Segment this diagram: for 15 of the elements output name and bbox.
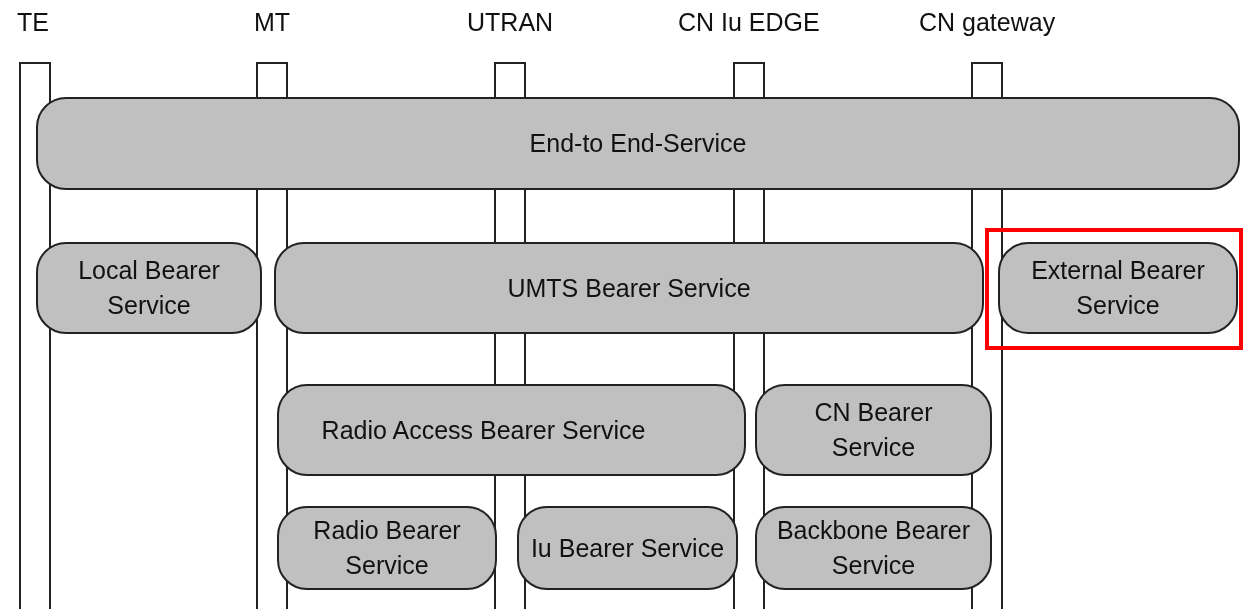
service-box: External Bearer Service <box>998 242 1238 334</box>
column-heading: MT <box>254 8 291 37</box>
column-heading: TE <box>17 8 49 37</box>
column-heading: CN Iu EDGE <box>678 8 820 37</box>
service-box: CN Bearer Service <box>755 384 992 476</box>
column-heading: CN gateway <box>919 8 1056 37</box>
service-box: Local Bearer Service <box>36 242 262 334</box>
service-box: Backbone Bearer Service <box>755 506 992 590</box>
service-box: Iu Bearer Service <box>517 506 738 590</box>
service-box: UMTS Bearer Service <box>274 242 984 334</box>
service-box: Radio Bearer Service <box>277 506 497 590</box>
service-box: End-to End-Service <box>36 97 1240 190</box>
column-heading: UTRAN <box>467 8 554 37</box>
service-box: Radio Access Bearer Service <box>277 384 746 476</box>
highlight-frame <box>985 228 1243 350</box>
